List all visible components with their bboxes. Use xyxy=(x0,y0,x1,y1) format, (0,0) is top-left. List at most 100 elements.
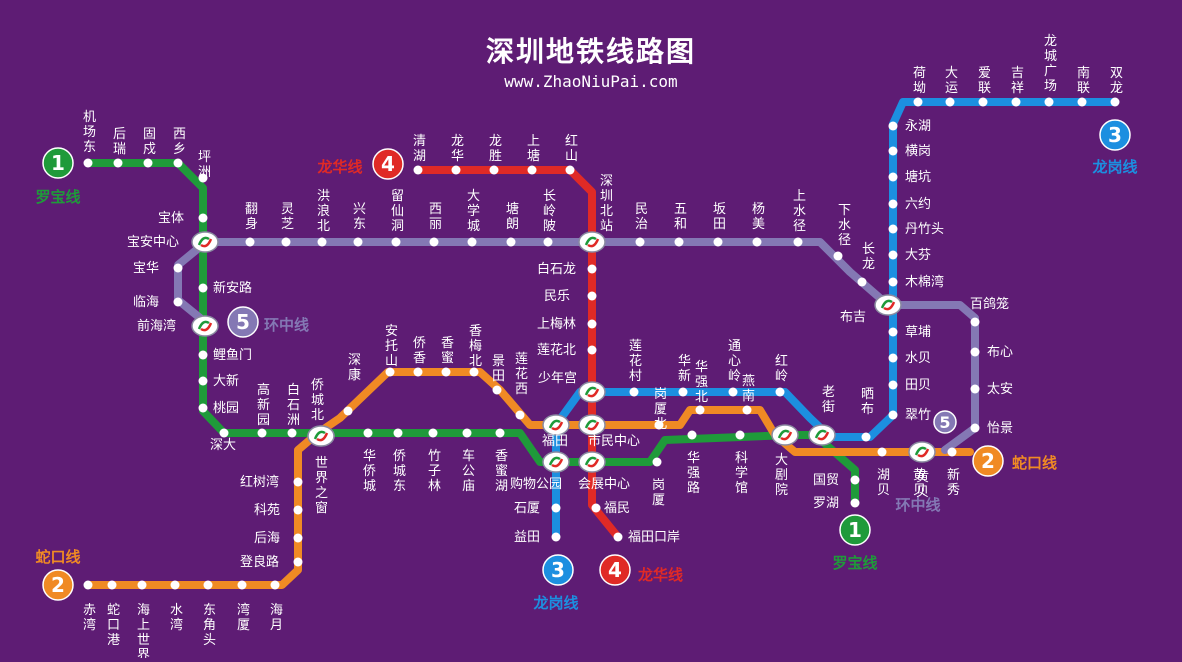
station-dot-line4-13[interactable] xyxy=(451,165,461,175)
transfer-station-line2-21[interactable] xyxy=(578,414,606,436)
station-dot-line3-13[interactable] xyxy=(888,353,898,363)
station-dot-line3-10[interactable] xyxy=(861,432,871,442)
station-dot-line4-14[interactable] xyxy=(413,165,423,175)
station-dot-line2-10[interactable] xyxy=(293,477,303,487)
station-dot-line4-0[interactable] xyxy=(613,532,623,542)
transfer-station-line1-6[interactable] xyxy=(191,231,219,253)
station-dot-line5-18[interactable] xyxy=(793,237,803,247)
station-dot-line2-4[interactable] xyxy=(203,580,213,590)
station-dot-line5-1[interactable] xyxy=(173,297,183,307)
station-dot-line2-19[interactable] xyxy=(515,410,525,420)
station-dot-line5-2[interactable] xyxy=(173,263,183,273)
station-dot-line2-28[interactable] xyxy=(947,447,957,457)
transfer-station-line1-22[interactable] xyxy=(542,451,570,473)
station-dot-line2-17[interactable] xyxy=(469,367,479,377)
station-dot-line2-3[interactable] xyxy=(170,580,180,590)
station-dot-line3-21[interactable] xyxy=(888,146,898,156)
station-dot-line2-23[interactable] xyxy=(695,405,705,415)
transfer-station-line1-23[interactable] xyxy=(578,451,606,473)
station-dot-line4-1[interactable] xyxy=(591,503,601,513)
station-dot-line1-17[interactable] xyxy=(363,428,373,438)
station-dot-line5-12[interactable] xyxy=(543,237,553,247)
station-dot-line5-14[interactable] xyxy=(635,237,645,247)
station-dot-line1-11[interactable] xyxy=(198,403,208,413)
station-dot-line3-29[interactable] xyxy=(1110,97,1120,107)
station-dot-line3-5[interactable] xyxy=(629,387,639,397)
transfer-station-line1-8[interactable] xyxy=(191,315,219,337)
station-dot-line2-18[interactable] xyxy=(492,385,502,395)
station-dot-line4-7[interactable] xyxy=(587,291,597,301)
station-dot-line1-25[interactable] xyxy=(687,430,697,440)
station-dot-line1-24[interactable] xyxy=(652,457,662,467)
station-dot-line5-25[interactable] xyxy=(970,423,980,433)
station-dot-line3-6[interactable] xyxy=(678,387,688,397)
station-dot-line2-9[interactable] xyxy=(293,505,303,515)
station-dot-line5-22[interactable] xyxy=(970,317,980,327)
station-dot-line3-14[interactable] xyxy=(888,327,898,337)
station-dot-line3-12[interactable] xyxy=(888,380,898,390)
station-dot-line3-8[interactable] xyxy=(775,387,785,397)
station-dot-line2-2[interactable] xyxy=(137,580,147,590)
station-dot-line5-5[interactable] xyxy=(281,237,291,247)
station-dot-line3-24[interactable] xyxy=(945,97,955,107)
station-dot-line5-16[interactable] xyxy=(713,237,723,247)
station-dot-line4-11[interactable] xyxy=(527,165,537,175)
station-dot-line2-16[interactable] xyxy=(441,367,451,377)
station-dot-line3-7[interactable] xyxy=(728,387,738,397)
station-dot-line1-7[interactable] xyxy=(198,283,208,293)
station-dot-line3-16[interactable] xyxy=(888,277,898,287)
transfer-station-line3-4[interactable] xyxy=(578,381,606,403)
transfer-station-line2-20[interactable] xyxy=(542,414,570,436)
station-dot-line3-26[interactable] xyxy=(1011,97,1021,107)
station-dot-line3-28[interactable] xyxy=(1077,97,1087,107)
station-dot-line5-11[interactable] xyxy=(506,237,516,247)
station-dot-line1-0[interactable] xyxy=(83,158,93,168)
station-dot-line5-8[interactable] xyxy=(391,237,401,247)
station-dot-line1-5[interactable] xyxy=(198,213,208,223)
station-dot-line3-27[interactable] xyxy=(1044,97,1054,107)
station-dot-line4-10[interactable] xyxy=(565,165,575,175)
station-dot-line3-17[interactable] xyxy=(888,250,898,260)
transfer-station-line5-26[interactable] xyxy=(908,441,936,463)
station-dot-line5-4[interactable] xyxy=(245,237,255,247)
transfer-station-line2-12[interactable] xyxy=(307,425,335,447)
transfer-station-line5-21[interactable] xyxy=(874,294,902,316)
station-dot-line5-24[interactable] xyxy=(970,384,980,394)
station-dot-line3-0[interactable] xyxy=(551,532,561,542)
station-dot-line1-2[interactable] xyxy=(143,158,153,168)
transfer-station-line1-27[interactable] xyxy=(771,424,799,446)
station-dot-line5-19[interactable] xyxy=(833,251,843,261)
station-dot-line2-13[interactable] xyxy=(343,406,353,416)
station-dot-line3-25[interactable] xyxy=(978,97,988,107)
station-dot-line1-9[interactable] xyxy=(198,350,208,360)
station-dot-line3-23[interactable] xyxy=(913,97,923,107)
station-dot-line3-22[interactable] xyxy=(888,121,898,131)
station-dot-line1-3[interactable] xyxy=(173,158,183,168)
station-dot-line1-12[interactable] xyxy=(219,428,229,438)
transfer-station-line5-13[interactable] xyxy=(578,231,606,253)
station-dot-line2-14[interactable] xyxy=(385,367,395,377)
station-dot-line3-19[interactable] xyxy=(888,199,898,209)
station-dot-line1-13[interactable] xyxy=(257,428,267,438)
station-dot-line2-1[interactable] xyxy=(107,580,117,590)
station-dot-line5-17[interactable] xyxy=(752,237,762,247)
station-dot-line2-22[interactable] xyxy=(654,420,664,430)
station-dot-line1-20[interactable] xyxy=(462,428,472,438)
station-dot-line5-7[interactable] xyxy=(353,237,363,247)
station-dot-line1-4[interactable] xyxy=(198,173,208,183)
station-dot-line1-10[interactable] xyxy=(198,376,208,386)
station-dot-line5-15[interactable] xyxy=(674,237,684,247)
station-dot-line2-0[interactable] xyxy=(83,580,93,590)
station-dot-line3-1[interactable] xyxy=(551,503,561,513)
station-dot-line1-29[interactable] xyxy=(850,475,860,485)
station-dot-line4-5[interactable] xyxy=(587,345,597,355)
station-dot-line5-23[interactable] xyxy=(970,347,980,357)
station-dot-line1-21[interactable] xyxy=(495,428,505,438)
